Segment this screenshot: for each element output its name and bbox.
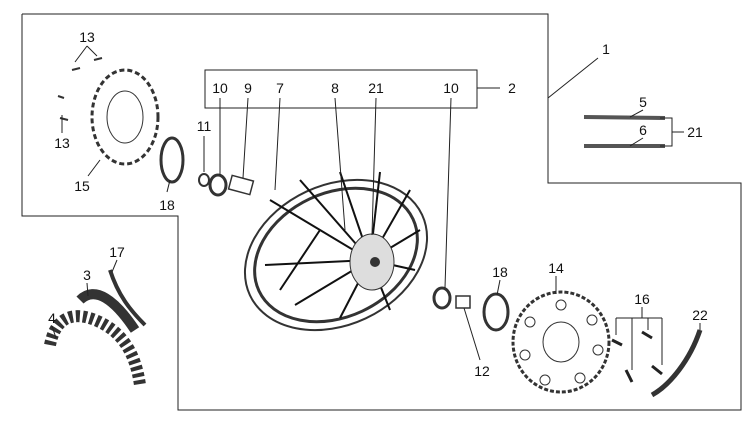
callout-13: 13 (79, 29, 95, 45)
assembly-outline (21, 13, 742, 411)
callout-3: 3 (83, 267, 91, 283)
callout-12: 12 (474, 363, 490, 379)
callout-labels: 13 13 15 18 11 10 9 7 8 21 10 2 1 5 6 21… (48, 29, 708, 379)
hub-assembly-bracket (204, 69, 478, 109)
brake-disc (90, 68, 160, 166)
sprocket-bolts (611, 330, 663, 383)
leader-lines (51, 45, 701, 361)
callout-9: 9 (244, 80, 252, 96)
leader-1 (547, 57, 599, 99)
callout-22: 22 (692, 307, 708, 323)
callout-21: 21 (368, 80, 384, 96)
spacer-9 (227, 174, 255, 196)
spoke-5 (583, 115, 666, 120)
rim-band (108, 269, 147, 327)
callout-2: 2 (508, 80, 516, 96)
wheel-rim (243, 178, 429, 332)
callout-14: 14 (548, 260, 564, 276)
callout-15: 15 (74, 178, 90, 194)
callout-18: 18 (159, 197, 175, 213)
disc-bolts (57, 57, 103, 121)
callout-16: 16 (634, 291, 650, 307)
callout-1: 1 (602, 41, 610, 57)
callout-13: 13 (54, 135, 70, 151)
callout-6: 6 (639, 122, 647, 138)
callout-10: 10 (443, 80, 459, 96)
callout-5: 5 (639, 94, 647, 110)
callout-11: 11 (197, 118, 212, 134)
callout-10: 10 (212, 80, 228, 96)
collar-11 (198, 173, 210, 187)
callout-4: 4 (48, 310, 56, 326)
bearing-right (432, 286, 452, 310)
callout-17: 17 (109, 244, 125, 260)
collar-12 (455, 295, 471, 309)
oil-seal-right (482, 292, 510, 332)
bearing-left (208, 173, 228, 197)
callout-21: 21 (687, 124, 703, 140)
callout-7: 7 (276, 80, 284, 96)
inner-tube (76, 289, 140, 333)
chain-guide-22 (650, 329, 703, 398)
oil-seal-left (159, 136, 185, 184)
callout-18: 18 (492, 264, 508, 280)
sprocket (511, 290, 611, 394)
callout-8: 8 (331, 80, 339, 96)
